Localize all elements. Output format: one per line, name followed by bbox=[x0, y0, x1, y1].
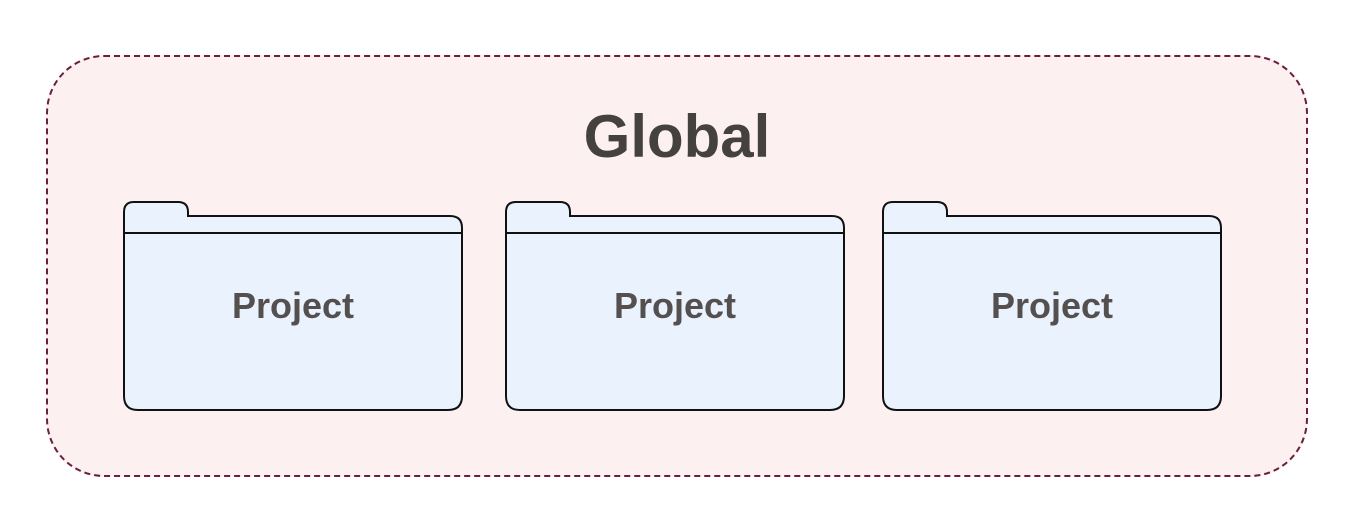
project-folder-3: Project bbox=[881, 200, 1223, 412]
folder-label: Project bbox=[231, 285, 355, 326]
folder-icon bbox=[882, 201, 1222, 411]
folder-icon bbox=[505, 201, 845, 411]
folder-label: Project bbox=[990, 285, 1114, 326]
project-folder-1: Project bbox=[122, 200, 464, 412]
project-folder-2: Project bbox=[504, 200, 846, 412]
global-title: Global bbox=[583, 103, 771, 170]
folder-icon bbox=[123, 201, 463, 411]
folder-label: Project bbox=[613, 285, 737, 326]
